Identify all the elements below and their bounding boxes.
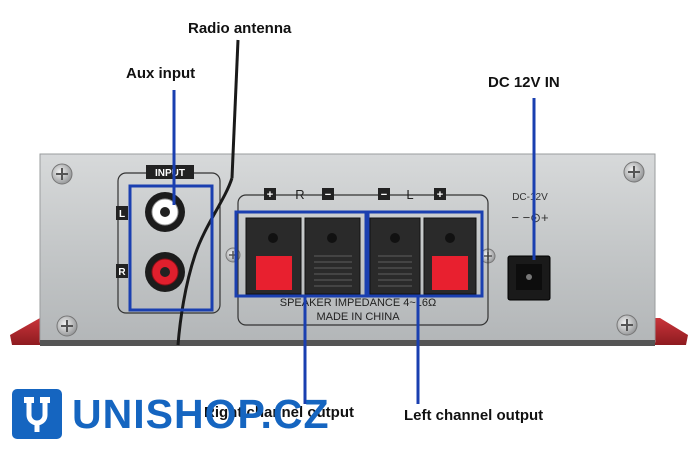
antenna-callout-line	[230, 39, 240, 179]
rca-jack-left	[145, 192, 185, 232]
speaker-r-label: R	[295, 187, 304, 202]
radio-antenna-label: Radio antenna	[188, 20, 292, 37]
antenna-wire	[176, 177, 234, 346]
plug-u-icon	[12, 389, 62, 439]
speaker-l-label: L	[406, 187, 413, 202]
l-minus-sign: −	[381, 189, 387, 201]
aux-input-label: Aux input	[126, 65, 196, 82]
r-plus-sign: +	[267, 189, 273, 201]
polarity-symbol: − −⊙+	[511, 210, 548, 225]
left-channel-output-label: Left channel output	[404, 407, 544, 424]
brand-logo: UNISHOP.CZ	[12, 388, 330, 440]
dc-label: DC-12V	[512, 192, 548, 203]
right-channel-output-label: Right channel output	[204, 404, 354, 421]
brand-logo-text: UNISHOP.CZ	[72, 391, 330, 437]
impedance-text: SPEAKER IMPEDANCE 4~16Ω	[280, 297, 436, 309]
input-label-box	[146, 165, 194, 179]
speaker-terminals	[245, 217, 477, 295]
dc-in-label: DC 12V IN	[488, 74, 560, 91]
input-label: INPUT	[155, 168, 185, 179]
callout-lines	[172, 90, 536, 404]
l-plus-sign: +	[437, 189, 443, 201]
made-in-text: MADE IN CHINA	[316, 311, 400, 323]
right-jack-label: R	[118, 267, 126, 278]
left-jack-label: L	[119, 209, 125, 220]
speaker-header: + R − − L +	[264, 187, 446, 202]
speaker-section-outline	[237, 194, 489, 326]
dc-power-jack	[507, 255, 551, 301]
r-minus-sign: −	[325, 189, 331, 201]
highlight-boxes	[128, 184, 484, 312]
rca-jack-right	[145, 252, 185, 292]
